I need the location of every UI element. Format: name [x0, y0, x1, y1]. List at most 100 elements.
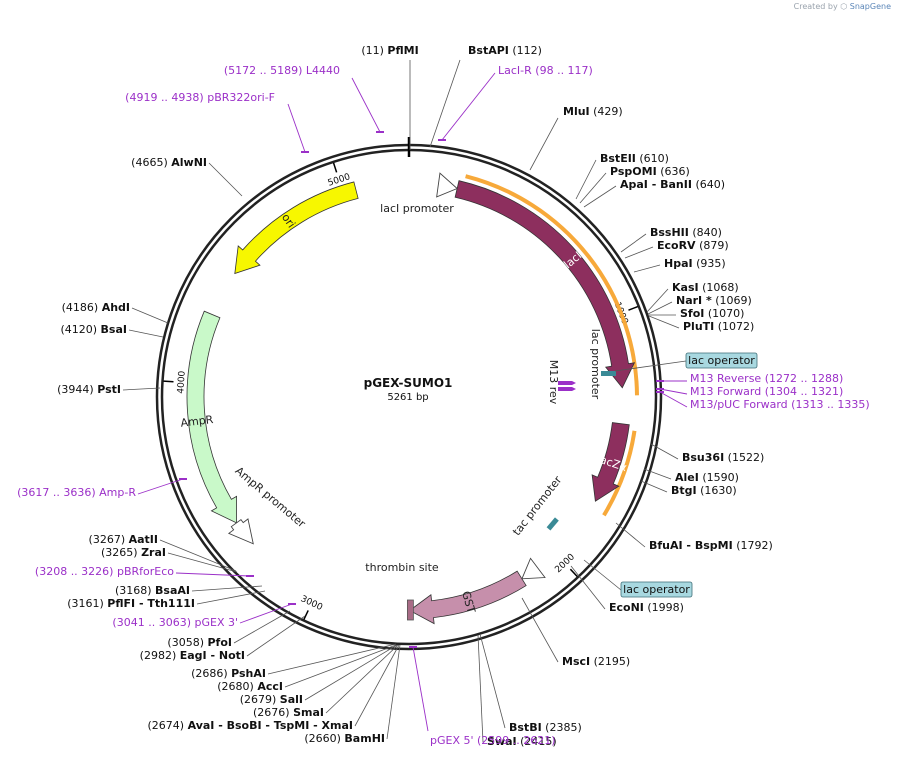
- enzyme-name: BstAPI: [468, 44, 509, 57]
- enzyme-site-avai-bsobi-tspmi-xmai[interactable]: (2674) AvaI - BsoBI - TspMI - XmaI: [148, 719, 354, 732]
- enzyme-site-alwni[interactable]: (4665) AlwNI: [131, 156, 207, 169]
- enzyme-site-aatii[interactable]: (3267) AatII: [89, 533, 158, 546]
- enzyme-site-zrai[interactable]: (3265) ZraI: [101, 546, 166, 559]
- enzyme-site-acci[interactable]: (2680) AccI: [217, 680, 283, 693]
- inner-label-m13-rev: M13 rev: [547, 360, 560, 405]
- enzyme-name: HpaI: [664, 257, 693, 270]
- lac-operator-box[interactable]: [685, 352, 758, 369]
- primer-leader-line: [175, 572, 251, 577]
- enzyme-position: (2680): [217, 680, 254, 693]
- enzyme-name: PspOMI: [610, 165, 657, 178]
- primer-amp-r[interactable]: (3617 .. 3636) Amp-R: [17, 486, 136, 499]
- enzyme-leader-line: [429, 59, 461, 148]
- lac-operator-label: lac operator: [688, 354, 755, 367]
- primer-m13-puc-forward[interactable]: M13/pUC Forward (1313 .. 1335): [690, 398, 870, 411]
- enzyme-site-bsteii[interactable]: BstEII (610): [600, 152, 669, 165]
- snapgene-logo-icon: ⬡: [840, 2, 848, 11]
- enzyme-site-mlui[interactable]: MluI (429): [563, 105, 623, 118]
- enzyme-site-ahdi[interactable]: (4186) AhdI: [62, 301, 130, 314]
- primer-pbr322ori-f[interactable]: (4919 .. 4938) pBR322ori-F: [125, 91, 275, 104]
- primer-laci-r[interactable]: LacI-R (98 .. 117): [498, 64, 593, 77]
- enzyme-name: Bsu36I: [682, 451, 724, 464]
- enzyme-position: (1998): [647, 601, 684, 614]
- promoter-ampr-promoter[interactable]: [227, 518, 254, 545]
- enzyme-leader-line: [647, 301, 673, 315]
- enzyme-site-hpai[interactable]: HpaI (935): [664, 257, 726, 270]
- enzyme-site-pflfi-tth111i[interactable]: (3161) PflFI - Tth111I: [67, 597, 195, 610]
- primer-mark: [301, 151, 309, 153]
- outer-labels: (11) PflMI BstAPI (112) MluI (429) BstEII (…: [17, 44, 870, 748]
- enzyme-site-econi[interactable]: EcoNI (1998): [609, 601, 684, 614]
- enzyme-position: (2385): [545, 721, 582, 734]
- enzyme-name: AvaI - BsoBI - TspMI - XmaI: [188, 719, 353, 732]
- enzyme-site-eagi-noti[interactable]: (2982) EagI - NotI: [140, 649, 245, 662]
- enzyme-site-bsshii[interactable]: BssHII (840): [650, 226, 722, 239]
- promoter-laci-promoter[interactable]: [436, 172, 458, 198]
- enzyme-site-btgi[interactable]: BtgI (1630): [671, 484, 737, 497]
- enzyme-site-kasi[interactable]: KasI (1068): [672, 281, 739, 294]
- primer-range: (1304 .. 1321): [765, 385, 844, 398]
- enzyme-name: KasI: [672, 281, 699, 294]
- enzyme-leader-line: [648, 315, 680, 329]
- enzyme-site-psti[interactable]: (3944) PstI: [57, 383, 121, 396]
- enzyme-site-pflmi[interactable]: (11) PflMI: [361, 44, 418, 57]
- feature-ampr[interactable]: [186, 310, 237, 524]
- tick-mark: [163, 380, 174, 383]
- enzyme-site-nari[interactable]: NarI * (1069): [676, 294, 752, 307]
- enzyme-position: (610): [639, 152, 669, 165]
- enzyme-name: PshAI: [231, 667, 266, 680]
- enzyme-site-apai-banii[interactable]: ApaI - BanII (640): [620, 178, 725, 191]
- enzyme-site-bsaai[interactable]: (3168) BsaAI: [115, 584, 190, 597]
- cds-outline: [465, 174, 639, 396]
- enzyme-position: (3161): [67, 597, 104, 610]
- enzyme-site-pfoi[interactable]: (3058) PfoI: [167, 636, 232, 649]
- feature-ori[interactable]: [234, 181, 359, 275]
- enzyme-site-bstbi[interactable]: BstBI (2385): [509, 721, 582, 734]
- enzyme-site-bfuai-bspmi[interactable]: BfuAI - BspMI (1792): [649, 539, 773, 552]
- primer-m13-forward[interactable]: M13 Forward (1304 .. 1321): [690, 385, 843, 398]
- enzyme-site-smai[interactable]: (2676) SmaI: [253, 706, 324, 719]
- enzyme-site-pspomi[interactable]: PspOMI (636): [610, 165, 690, 178]
- enzyme-site-bstapi[interactable]: BstAPI (112): [468, 44, 542, 57]
- enzyme-position: (2679): [240, 693, 277, 706]
- enzyme-leader-line: [284, 644, 397, 688]
- enzyme-site-alei[interactable]: AleI (1590): [675, 471, 739, 484]
- enzyme-site-ecorv[interactable]: EcoRV (879): [657, 239, 729, 252]
- enzyme-leader-line: [208, 162, 243, 197]
- enzyme-position: (1070): [708, 307, 745, 320]
- enzyme-leader-line: [354, 644, 400, 727]
- enzyme-site-pluti[interactable]: PluTI (1072): [683, 320, 754, 333]
- enzyme-site-bamhi[interactable]: (2660) BamHI: [304, 732, 385, 745]
- enzyme-site-bsai[interactable]: (4120) BsaI: [60, 323, 127, 336]
- credit-prefix: Created by: [793, 2, 838, 11]
- enzyme-name: SmaI: [293, 706, 324, 719]
- tick-mark: [628, 305, 639, 311]
- enzyme-site-msci[interactable]: MscI (2195): [562, 655, 630, 668]
- enzyme-site-pshai[interactable]: (2686) PshAI: [191, 667, 266, 680]
- feature-lacz[interactable]: [591, 422, 630, 502]
- primer-pbrforeco[interactable]: (3208 .. 3226) pBRforEco: [35, 565, 174, 578]
- enzyme-site-swai[interactable]: SwaI (2415): [487, 735, 557, 748]
- primer-pgex-3[interactable]: (3041 .. 3063) pGEX 3': [112, 616, 238, 629]
- feature-laci[interactable]: [454, 180, 636, 389]
- primer-pgex-5[interactable]: pGEX 5' (2599 .. 2621): [430, 734, 556, 747]
- enzyme-site-bsu36i[interactable]: Bsu36I (1522): [682, 451, 764, 464]
- primer-range: (3208 .. 3226): [35, 565, 114, 578]
- primer-leader-line: [137, 478, 184, 495]
- enzyme-leader-line: [267, 643, 397, 675]
- thrombin-site-marker[interactable]: [406, 599, 414, 621]
- primer-mark: [288, 603, 296, 605]
- primer-name: LacI-R: [498, 64, 532, 77]
- enzyme-site-sfoi[interactable]: SfoI (1070): [680, 307, 744, 320]
- primer-m13-reverse[interactable]: M13 Reverse (1272 .. 1288): [690, 372, 843, 385]
- enzyme-position: (3944): [57, 383, 94, 396]
- lac-operator-box[interactable]: [620, 581, 693, 598]
- promoter-tac-promoter[interactable]: [521, 557, 546, 580]
- feature-gst[interactable]: [408, 570, 527, 625]
- enzyme-site-sali[interactable]: (2679) SalI: [240, 693, 303, 706]
- primer-l4440[interactable]: (5172 .. 5189) L4440: [224, 64, 340, 77]
- plasmid-name: pGEX-SUMO1: [364, 376, 453, 390]
- enzyme-name: BsaI: [101, 323, 127, 336]
